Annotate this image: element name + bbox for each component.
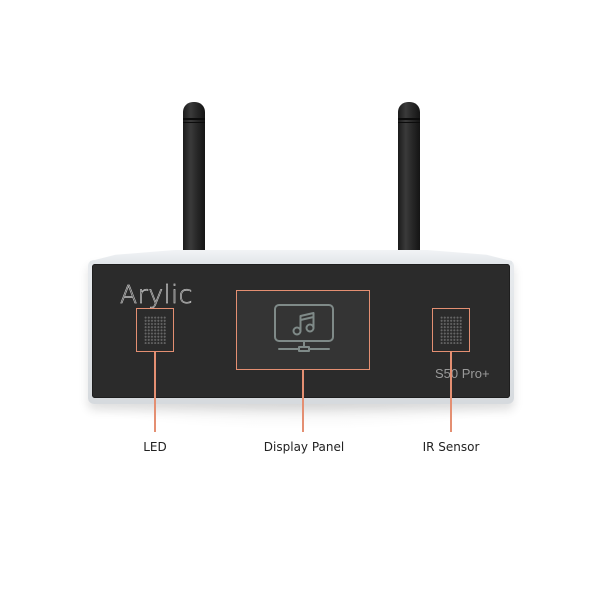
led-leader-line <box>154 352 156 432</box>
device-chassis-top <box>90 250 512 266</box>
led-label: LED <box>143 440 167 454</box>
ir-leader-line <box>450 352 452 432</box>
led-highlight-box <box>136 308 174 352</box>
brand-logo: Arylic <box>120 280 193 310</box>
ir-dot-grid-icon <box>440 316 462 344</box>
floor-shadow <box>70 400 530 430</box>
antenna-right <box>398 102 420 260</box>
model-label: S50 Pro+ <box>435 366 490 381</box>
antenna-left <box>183 102 205 260</box>
display-panel-highlight-box <box>236 290 370 370</box>
ir-sensor-label: IR Sensor <box>422 440 480 454</box>
ir-sensor-highlight-box <box>432 308 470 352</box>
monitor-music-note-icon <box>274 304 334 352</box>
display-panel-label: Display Panel <box>263 440 345 454</box>
display-leader-line <box>302 370 304 432</box>
led-dot-grid-icon <box>144 316 166 344</box>
